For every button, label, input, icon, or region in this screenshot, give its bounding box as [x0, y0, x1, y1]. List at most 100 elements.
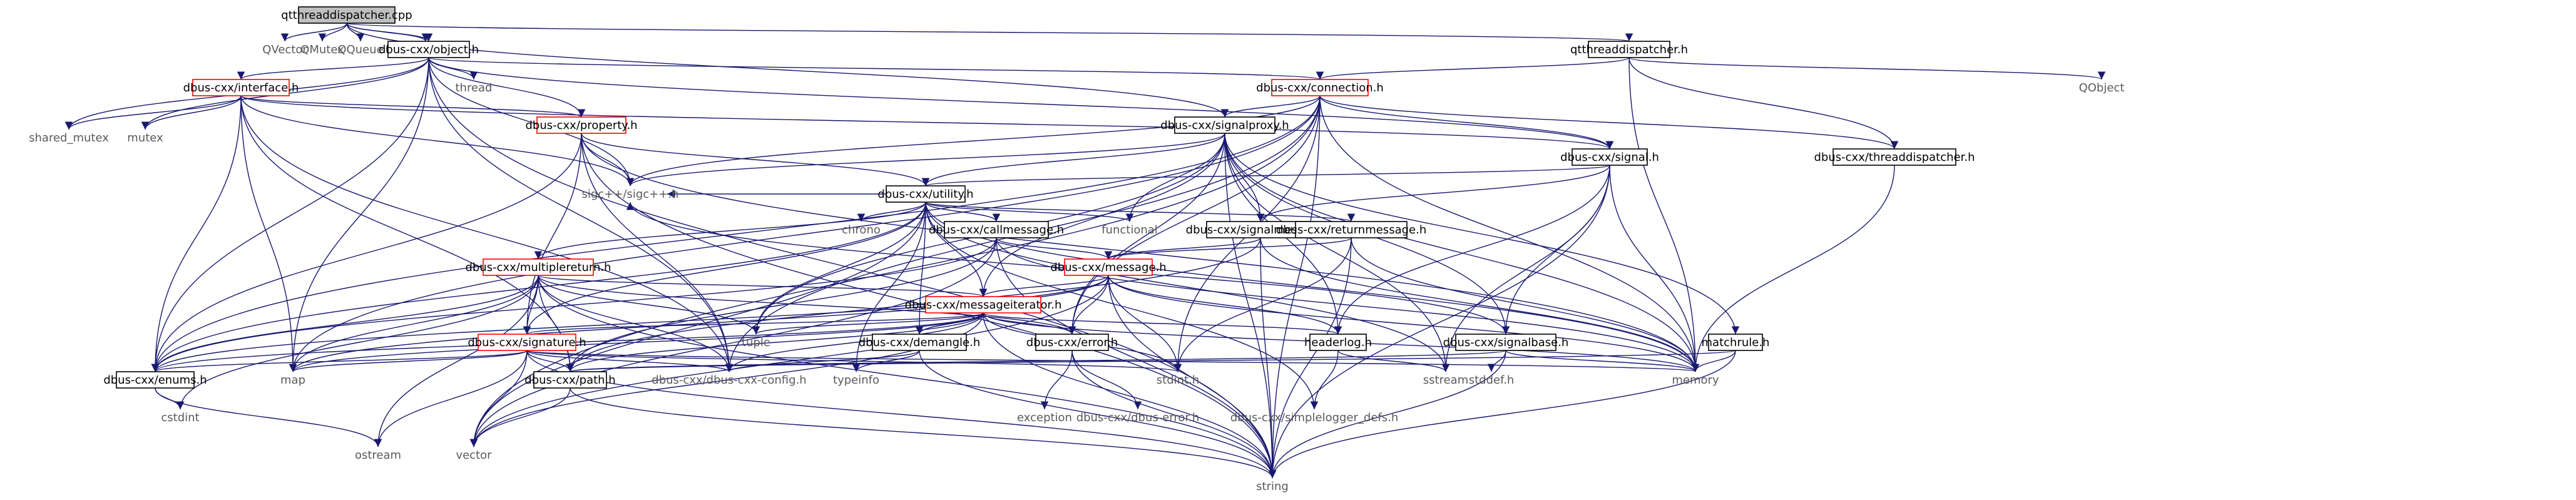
edge-signalmessage_h-to-memory: [1260, 237, 1700, 372]
node-object-h[interactable]: dbus-cxx/object.h: [379, 41, 479, 58]
edge-utility_h-to-callmessage_h: [925, 202, 1001, 222]
node-stddef-h[interactable]: stddef.h: [1469, 374, 1515, 387]
node-box: [1455, 334, 1556, 351]
node-mutex[interactable]: mutex: [127, 131, 163, 145]
node-utility-h[interactable]: dbus-cxx/utility.h: [877, 185, 974, 203]
edge-signature_h-to-enums_h: [151, 350, 528, 372]
node-label: sigc++/sigc++.h: [582, 188, 679, 201]
edge-multiplereturn_h-to-path_h: [538, 275, 575, 372]
edge-demangle_h-to-string: [919, 350, 1277, 479]
node-dbus-error-h[interactable]: dbus-cxx/dbus-error.h: [1076, 411, 1200, 424]
edge-messageiterator_h-to-config_h: [725, 312, 984, 372]
node-messageiterator-h[interactable]: dbus-cxx/messageiterator.h: [905, 296, 1062, 314]
node-label: dbus-cxx/dbus-error.h: [1076, 411, 1200, 424]
node-signal-h[interactable]: dbus-cxx/signal.h: [1560, 148, 1659, 166]
node-interface-h[interactable]: dbus-cxx/interface.h: [183, 79, 299, 96]
node-path-h[interactable]: dbus-cxx/path.h: [524, 371, 616, 389]
node-qqueue[interactable]: QQueue: [337, 43, 383, 56]
edge-object_h-to-interface_h: [237, 57, 429, 80]
node-signalbase-h[interactable]: dbus-cxx/signalbase.h: [1443, 334, 1569, 351]
edge-returnmessage_h-to-memory: [1351, 237, 1700, 372]
node-label: tuple: [742, 336, 770, 349]
node-label: exception: [1017, 411, 1072, 424]
node-sstream[interactable]: sstream: [1423, 374, 1468, 387]
edge-qtthreaddispatcher_h-to-connection_h: [1316, 57, 1630, 80]
node-label: thread: [455, 81, 492, 94]
node-config-h[interactable]: dbus-cxx/dbus-cxx-config.h: [652, 374, 806, 387]
node-label: stdint.h: [1157, 374, 1199, 387]
edge-matchrule_h-to-string: [1268, 350, 1736, 479]
node-simplelogger-h[interactable]: dbus-cxx/simplelogger_defs.h: [1230, 411, 1399, 424]
node-qtthreaddispatcher-h[interactable]: qtthreaddispatcher.h: [1570, 41, 1688, 58]
node-label: dbus-cxx/signal.h: [1560, 151, 1659, 164]
edge-signal_h-to-headerlog_h: [1334, 165, 1610, 335]
node-ostream[interactable]: ostream: [355, 449, 401, 462]
node-matchrule-h[interactable]: matchrule.h: [1702, 334, 1770, 351]
node-functional[interactable]: functional: [1101, 223, 1158, 237]
edge-qtthreaddispatcher_h-to-threaddispatcher_h: [1628, 57, 1899, 150]
node-cstdint[interactable]: cstdint: [161, 411, 199, 424]
node-tuple[interactable]: tuple: [742, 336, 770, 349]
node-sigc[interactable]: sigc++/sigc++.h: [582, 188, 679, 201]
edge-property_h-to-utility_h: [581, 133, 930, 186]
edge-returnmessage_h-to-stdint_h: [1173, 237, 1352, 372]
node-label: dbus-cxx/threaddispatcher.h: [1814, 151, 1975, 164]
edge-callmessage_h-to-string: [996, 237, 1277, 479]
node-box: [1708, 334, 1763, 351]
node-callmessage-h[interactable]: dbus-cxx/callmessage.h: [929, 221, 1064, 238]
node-qvector[interactable]: QVector: [262, 43, 307, 56]
node-typeinfo[interactable]: typeinfo: [833, 374, 879, 387]
edge-signalproxy_h-to-sstream: [1224, 133, 1450, 372]
edge-signalproxy_h-to-string: [1224, 133, 1277, 479]
edge-qtthreaddispatcher_h-to-qobject: [1628, 57, 2105, 80]
node-string[interactable]: string: [1256, 480, 1289, 493]
node-box: [533, 371, 607, 389]
node-demangle-h[interactable]: dbus-cxx/demangle.h: [859, 334, 981, 351]
node-label: dbus-cxx/demangle.h: [859, 336, 981, 349]
node-returnmessage-h[interactable]: dbus-cxx/returnmessage.h: [1276, 221, 1426, 238]
node-signalproxy-h[interactable]: dbus-cxx/signalproxy.h: [1160, 116, 1289, 134]
edge-callmessage_h-to-vector: [469, 237, 997, 447]
node-thread[interactable]: thread: [455, 81, 492, 94]
edge-messageiterator_h-to-string: [983, 312, 1277, 479]
edge-property_h-to-sigc: [581, 133, 635, 186]
node-label: dbus-cxx/signalproxy.h: [1160, 119, 1289, 132]
edge-object_h-to-connection_h: [428, 57, 1324, 80]
node-root[interactable]: qtthreaddispatcher.cpp: [281, 6, 412, 24]
node-multiplereturn-h[interactable]: dbus-cxx/multiplereturn.h: [465, 258, 611, 276]
node-vector[interactable]: vector: [456, 449, 492, 462]
node-box: [1295, 221, 1408, 238]
node-exception[interactable]: exception: [1017, 411, 1072, 424]
edge-object_h-to-property_h: [428, 57, 586, 118]
edge-signalproxy_h-to-messageiterator_h: [979, 133, 1225, 297]
node-chrono[interactable]: chrono: [842, 223, 881, 237]
node-headerlog-h[interactable]: headerlog.h: [1304, 334, 1372, 351]
node-qobject[interactable]: QObject: [2079, 81, 2125, 94]
edge-signature_h-to-map: [289, 350, 528, 372]
edge-message_h-to-enums_h: [151, 275, 1109, 372]
node-label: dbus-cxx/error.h: [1026, 336, 1118, 349]
node-map[interactable]: map: [280, 374, 305, 387]
node-threaddispatcher-h[interactable]: dbus-cxx/threaddispatcher.h: [1814, 148, 1975, 166]
node-enums-h[interactable]: dbus-cxx/enums.h: [103, 371, 207, 389]
node-error-h[interactable]: dbus-cxx/error.h: [1026, 334, 1118, 351]
node-box: [1309, 334, 1367, 351]
node-qmutex[interactable]: QMutex: [300, 43, 344, 56]
edge-signalbase_h-to-memory: [1505, 350, 1700, 372]
node-box: [1174, 116, 1275, 134]
node-property-h[interactable]: dbus-cxx/property.h: [525, 116, 638, 134]
node-stdint-h[interactable]: stdint.h: [1157, 374, 1199, 387]
edge-root-to-qvector: [280, 23, 347, 42]
edge-signature_h-to-ostream: [374, 350, 528, 447]
node-message-h[interactable]: dbus-cxx/message.h: [1050, 258, 1167, 276]
edge-interface_h-to-signal_h: [240, 95, 1613, 150]
node-signature-h[interactable]: dbus-cxx/signature.h: [468, 334, 586, 351]
node-connection-h[interactable]: dbus-cxx/connection.h: [1256, 79, 1384, 96]
edge-utility_h-to-tuple: [752, 202, 926, 335]
node-shared-mutex[interactable]: shared_mutex: [29, 131, 109, 145]
node-box: [192, 79, 290, 96]
node-memory[interactable]: memory: [1672, 374, 1719, 387]
edge-utility_h-to-enums_h: [151, 202, 926, 372]
edge-utility_h-to-returnmessage_h: [925, 202, 1355, 222]
node-label: qtthreaddispatcher.cpp: [281, 9, 412, 22]
